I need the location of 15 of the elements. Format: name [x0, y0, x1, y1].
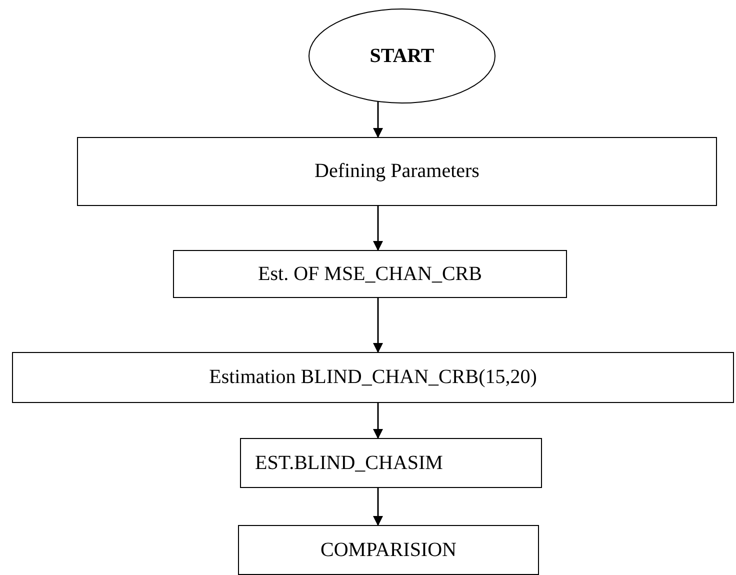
- arrow: [373, 206, 383, 251]
- start-label: START: [370, 44, 434, 68]
- step-label: Defining Parameters: [314, 160, 480, 183]
- arrow: [373, 298, 383, 353]
- step-label: Est. OF MSE_CHAN_CRB: [258, 262, 482, 286]
- process-box: [173, 250, 567, 298]
- process-box: [12, 352, 734, 403]
- process-box: [240, 438, 542, 488]
- arrow: [373, 488, 383, 526]
- process-box: [238, 525, 539, 575]
- step-label: Estimation BLIND_CHAN_CRB(15,20): [209, 366, 537, 389]
- process-box: [77, 137, 717, 206]
- step-label: COMPARISION: [320, 538, 456, 562]
- arrow: [373, 403, 383, 439]
- step-label: EST.BLIND_CHASIM: [255, 452, 443, 474]
